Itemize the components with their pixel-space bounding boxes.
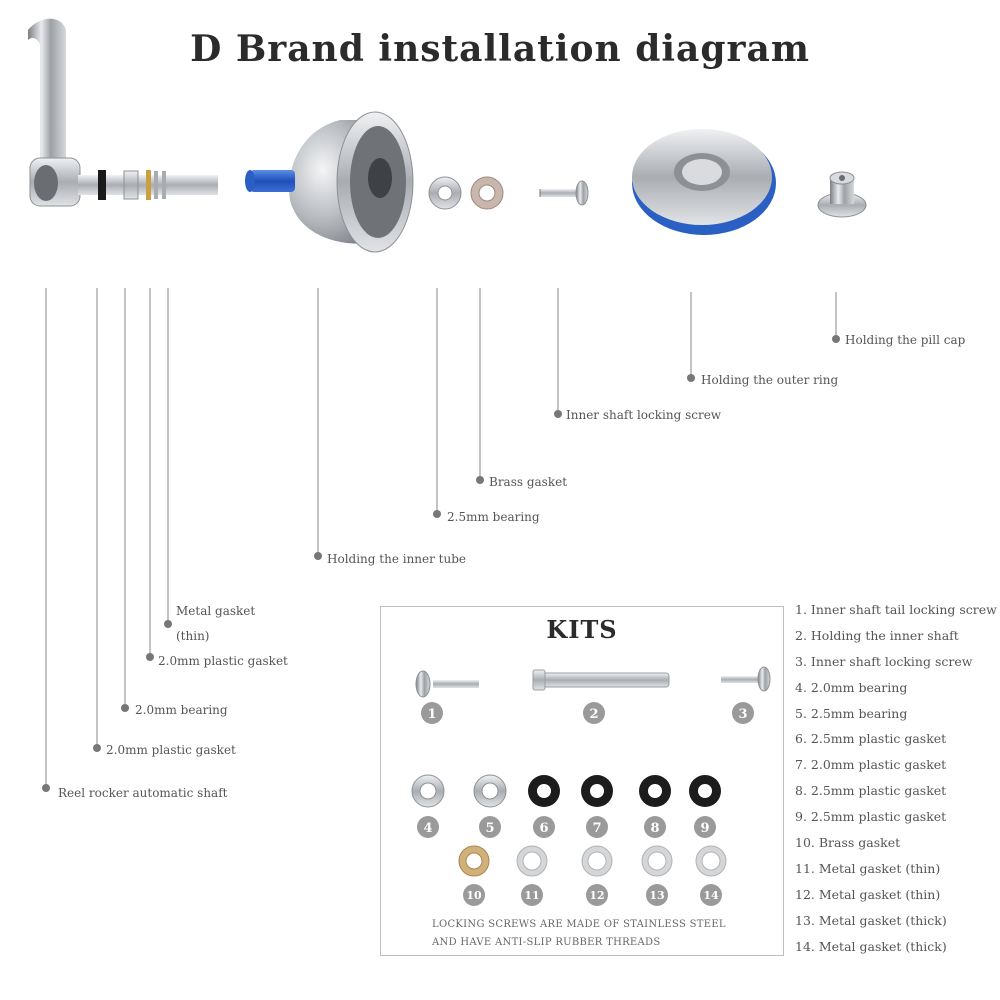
svg-text:5: 5	[485, 821, 494, 836]
kit-number-badge: 4	[417, 816, 439, 838]
kit-number-badge: 6	[533, 816, 555, 838]
kits-parts: 1 2 3 4 5 6 7 8 9 10 11 12 13 14	[411, 666, 771, 906]
kit-number-badge: 7	[586, 816, 608, 838]
kit-number-badge: 14	[700, 884, 722, 906]
kit-part-11-metal-gasket	[516, 845, 548, 877]
callout-label-reel-rocker-shaft: Reel rocker automatic shaft	[58, 786, 228, 800]
kit-part-13-metal-gasket	[641, 845, 673, 877]
list-item: 10. Brass gasket	[795, 835, 901, 851]
list-item: 12. Metal gasket (thin)	[795, 886, 941, 902]
svg-text:9: 9	[700, 821, 709, 836]
kit-part-list: 1. Inner shaft tail locking screw 2. Hol…	[795, 597, 997, 959]
callout-label-pill-cap: Holding the pill cap	[845, 333, 966, 347]
kit-number-badge: 9	[694, 816, 716, 838]
inner-shaft-screw	[539, 180, 589, 206]
svg-text:1: 1	[427, 707, 436, 722]
svg-text:4: 4	[423, 821, 432, 836]
list-item: 7. 2.0mm plastic gasket	[795, 757, 947, 773]
kit-number-badge: 2	[583, 702, 605, 724]
list-item: 1. Inner shaft tail locking screw	[795, 602, 997, 617]
list-item: 9. 2.5mm plastic gasket	[795, 809, 947, 825]
kit-part-6-plastic-gasket	[528, 775, 560, 807]
kits-box: KITS	[380, 606, 784, 956]
svg-text:6: 6	[539, 821, 548, 836]
kit-part-1-screw	[415, 670, 479, 698]
kit-part-8-plastic-gasket	[639, 775, 671, 807]
callout-label-inner-tube: Holding the inner tube	[327, 552, 467, 566]
kit-part-4-bearing	[411, 774, 445, 808]
list-item: 8. 2.5mm plastic gasket	[795, 783, 947, 799]
pill-cap	[817, 171, 867, 218]
list-item: 14. Metal gasket (thick)	[795, 938, 947, 954]
kits-note-line-2: AND HAVE ANTI-SLIP RUBBER THREADS	[432, 937, 661, 948]
callout-label-metal-gasket-thin: (thin)	[176, 629, 210, 643]
bearing-and-gasket	[428, 176, 504, 210]
kit-part-3-screw	[721, 666, 771, 692]
kit-part-10-brass-gasket	[458, 845, 490, 877]
kit-number-badge: 10	[463, 884, 485, 906]
svg-text:7: 7	[592, 821, 601, 836]
list-item: 11. Metal gasket (thin)	[795, 860, 941, 876]
svg-text:11: 11	[524, 889, 539, 902]
kit-number-badge: 13	[646, 884, 668, 906]
svg-text:3: 3	[738, 707, 747, 722]
list-item: 6. 2.5mm plastic gasket	[795, 731, 947, 747]
kit-part-9-plastic-gasket	[689, 775, 721, 807]
callout-label-bearing-2-5mm: 2.5mm bearing	[447, 510, 540, 524]
svg-text:2: 2	[589, 707, 598, 722]
callout-label-inner-shaft-screw: Inner shaft locking screw	[566, 408, 722, 422]
list-item: 2. Holding the inner shaft	[795, 627, 959, 643]
svg-text:12: 12	[589, 889, 604, 902]
list-item: 13. Metal gasket (thick)	[795, 912, 947, 928]
svg-text:14: 14	[703, 889, 719, 902]
svg-text:10: 10	[466, 889, 482, 902]
svg-text:8: 8	[650, 821, 659, 836]
kits-note-line-1: LOCKING SCREWS ARE MADE OF STAINLESS STE…	[432, 919, 726, 930]
callout-label-outer-ring: Holding the outer ring	[701, 373, 839, 387]
kit-number-badge: 12	[586, 884, 608, 906]
reel-rocker-shaft	[28, 18, 218, 207]
callout-label-brass-gasket: Brass gasket	[489, 475, 568, 489]
callout-label-bearing-2mm: 2.0mm bearing	[135, 703, 228, 717]
kit-part-2-shaft	[532, 669, 670, 691]
kit-part-12-metal-gasket	[581, 845, 613, 877]
kit-number-badge: 8	[644, 816, 666, 838]
list-item: 5. 2.5mm bearing	[795, 705, 908, 721]
knob-with-inner-tube	[245, 111, 414, 253]
kit-part-14-metal-gasket	[695, 845, 727, 877]
callout-label-plastic-gasket-b: 2.0mm plastic gasket	[158, 654, 288, 668]
callout-label-metal-gasket: Metal gasket	[176, 604, 256, 618]
kit-number-badge: 1	[421, 702, 443, 724]
kit-number-badge: 11	[521, 884, 543, 906]
kit-part-7-plastic-gasket	[581, 775, 613, 807]
parts-row	[28, 18, 867, 253]
kits-title: KITS	[546, 615, 618, 644]
callout-label-plastic-gasket-a: 2.0mm plastic gasket	[106, 743, 236, 757]
kit-number-badge: 5	[479, 816, 501, 838]
diagram-title: D Brand installation diagram	[190, 28, 810, 70]
list-item: 4. 2.0mm bearing	[795, 679, 908, 695]
outer-ring	[632, 129, 776, 235]
kit-number-badge: 3	[732, 702, 754, 724]
kit-part-5-bearing	[473, 774, 507, 808]
svg-text:13: 13	[649, 889, 664, 902]
list-item: 3. Inner shaft locking screw	[795, 653, 973, 669]
